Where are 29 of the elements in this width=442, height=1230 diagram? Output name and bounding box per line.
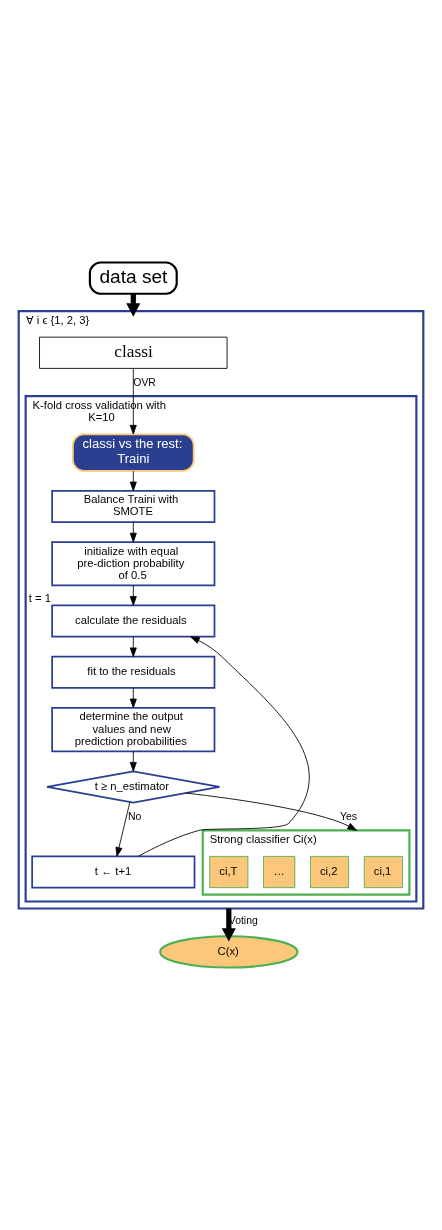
node-box: determine the output values and new prediction probabilities [51,707,216,753]
arrow [185,792,357,831]
arrow [129,585,137,606]
node-label: t = 1 [28,592,51,605]
node-box: ci,1 [363,855,403,889]
node-box: classi vs the rest: Traini [72,433,195,472]
arrow [129,368,137,435]
arrow [129,636,137,658]
node-box: ci,2 [310,855,350,889]
node-box: initialize with equal pre-diction probability of 0.5 [51,541,216,587]
arrow [129,470,137,492]
node-box: … [263,855,296,889]
node-box: fit to the residuals [51,655,216,689]
arrow [115,801,131,857]
node-box: data set [88,261,178,295]
node-box: ci,T [209,855,249,889]
arrow [129,751,137,772]
node-box: Balance Traini with SMOTE [51,489,216,523]
arrow [129,687,137,709]
arrow [221,908,236,942]
node-ellipse: C(x) [159,935,299,969]
edge-label: No [128,811,142,823]
node-box: classi [39,336,228,369]
node-diamond: t ≥ n_estimator [46,770,221,804]
node-box: calculate the residuals [51,604,216,638]
edge-label: Yes [339,811,357,823]
arrow [129,521,137,543]
arrow [137,636,310,857]
node-box: t ← t+1 [31,855,196,889]
